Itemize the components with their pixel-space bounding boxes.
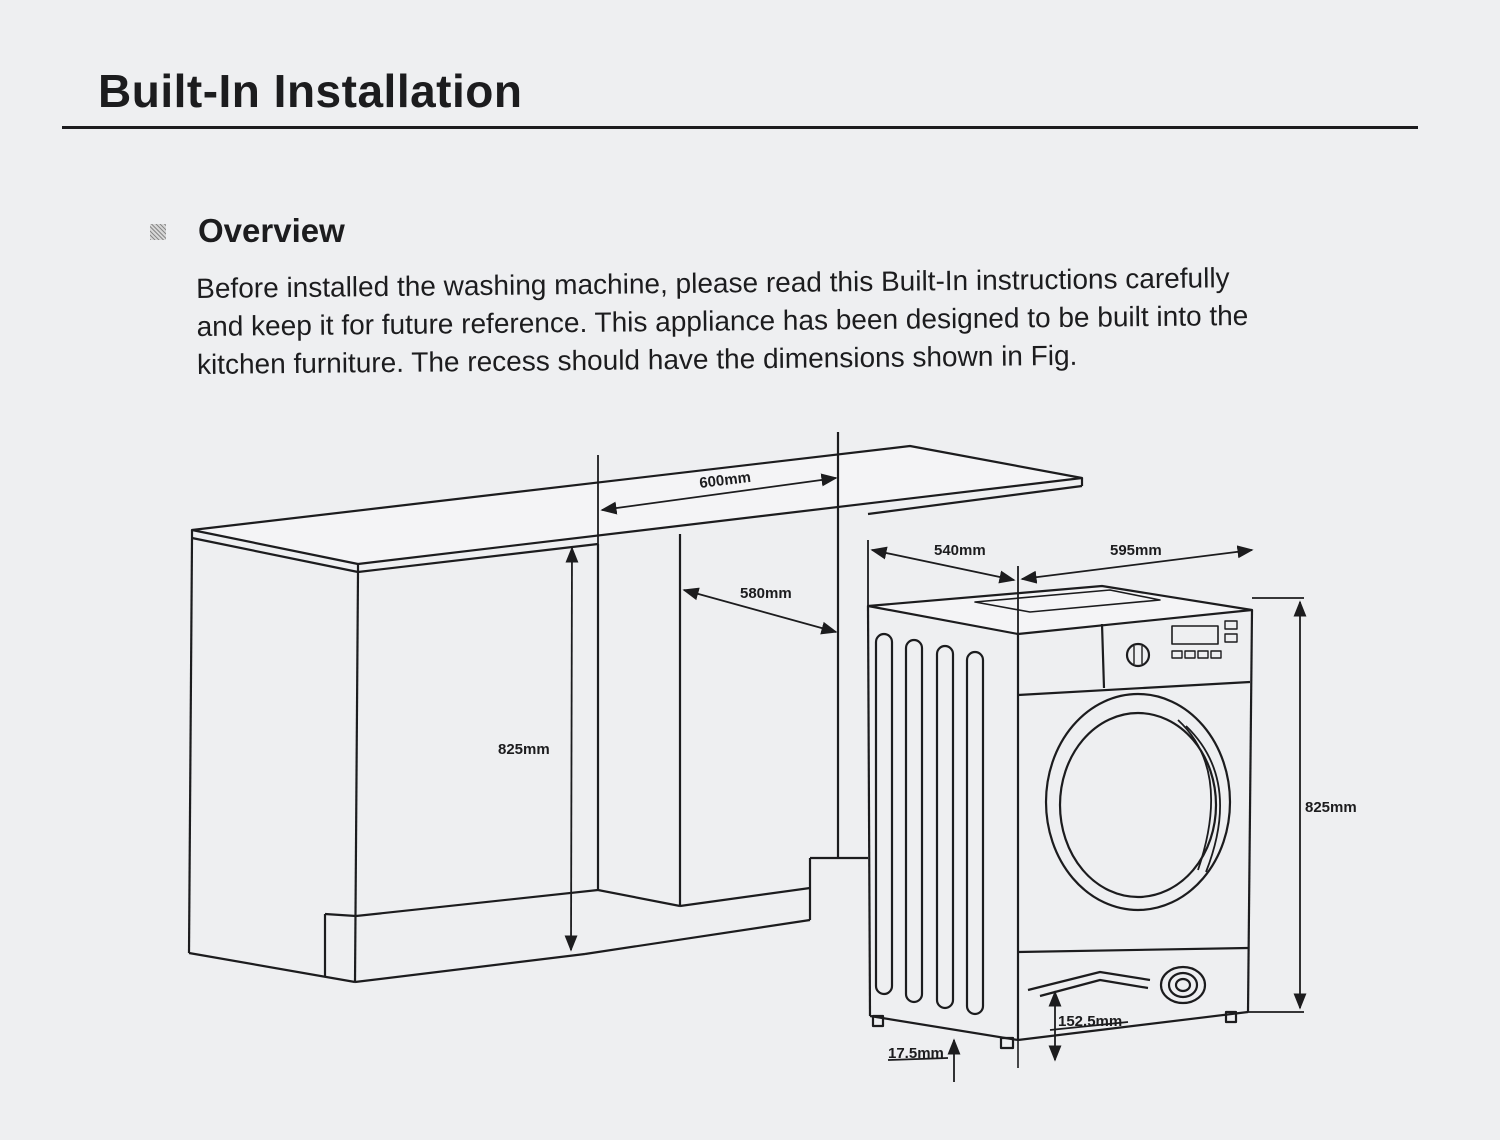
machine-depth-label: 540mm — [934, 542, 986, 559]
page-title: Built-In Installation — [98, 65, 523, 117]
plinth-depth-label: 152.5mm — [1058, 1013, 1122, 1030]
recess-height-label: 825mm — [498, 741, 550, 758]
section-heading: Overview — [198, 212, 345, 249]
recess-width-label: 600mm — [698, 469, 751, 492]
section-bullet-icon — [150, 224, 166, 240]
recess-depth-label: 580mm — [740, 585, 792, 602]
title-divider — [62, 126, 1418, 129]
machine-height-label: 825mm — [1305, 799, 1357, 816]
washing-machine — [866, 584, 1254, 1068]
kitchen-cabinet — [187, 432, 1084, 984]
dimension-lines — [564, 455, 1307, 1082]
machine-width-label: 595mm — [1110, 542, 1162, 559]
foot-height-label: 17.5mm — [888, 1045, 944, 1062]
